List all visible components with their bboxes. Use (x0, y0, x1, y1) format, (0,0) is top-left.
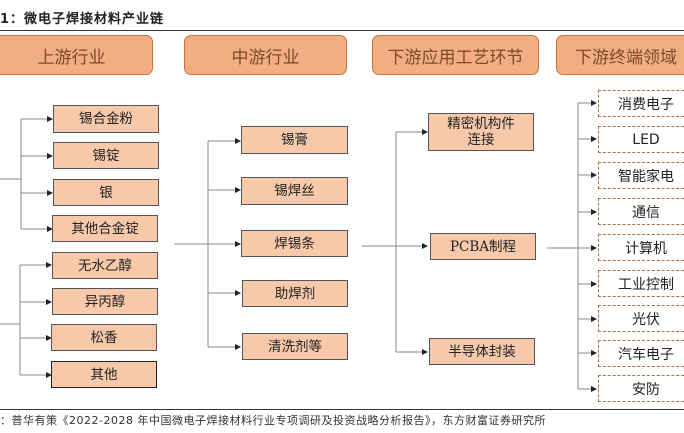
terminal-box-security: 安防 (598, 375, 684, 402)
header-midstream-label: 中游行业 (231, 47, 300, 68)
midstream-box-flux: 助焊剂 (242, 280, 348, 307)
header-downstream-terminal-label: 下游终端领域 (575, 47, 677, 68)
upstream-box-other-alloy-ingot: 其他合金锭 (52, 215, 158, 242)
header-upstream-label: 上游行业 (37, 47, 106, 68)
midstream-box-solder-paste: 锡膏 (241, 126, 348, 154)
top-rule (0, 30, 684, 31)
midstream-box-solder-bar: 焊锡条 (241, 230, 348, 257)
process-box-pcba: PCBA制程 (430, 233, 536, 260)
process-box-precision-parts-line2: 连接 (467, 132, 495, 148)
upstream-box-other: 其他 (51, 361, 157, 388)
figure-title: 1：微电子焊接材料产业链 (0, 12, 165, 27)
header-midstream: 中游行业 (184, 35, 347, 75)
upstream-box-tin-ingot: 锡锭 (53, 142, 159, 169)
process-box-precision-parts-line1: 精密机构件 (447, 116, 515, 132)
bottom-rule (0, 409, 684, 410)
source-note: ：普华有策《2022-2028 年中国微电子焊接材料行业专项调研及投资战略分析报… (0, 414, 546, 427)
upstream-box-ethanol: 无水乙醇 (52, 252, 158, 279)
upstream-box-tin-alloy-powder: 锡合金粉 (53, 105, 159, 133)
terminal-box-photovoltaics: 光伏 (598, 305, 684, 332)
upstream-box-rosin: 松香 (51, 324, 157, 351)
upstream-box-isopropanol: 异丙醇 (52, 288, 158, 315)
terminal-box-smart-appliances: 智能家电 (598, 162, 684, 189)
midstream-box-solder-wire: 锡焊丝 (241, 177, 348, 205)
midstream-box-cleaning-agent: 清洗剂等 (242, 333, 348, 360)
terminal-box-led: LED (598, 126, 684, 153)
header-downstream-process-label: 下游应用工艺环节 (387, 47, 524, 68)
terminal-box-automotive-electronics: 汽车电子 (598, 340, 684, 367)
process-box-semiconductor-packaging: 半导体封装 (429, 338, 535, 365)
terminal-box-industrial-control: 工业控制 (598, 270, 684, 297)
upstream-box-silver: 银 (53, 179, 159, 206)
terminal-box-communications: 通信 (598, 198, 684, 225)
header-downstream-terminal: 下游终端领域 (556, 35, 684, 75)
terminal-box-computers: 计算机 (598, 234, 684, 261)
process-box-precision-parts: 精密机构件 连接 (428, 113, 534, 151)
header-upstream: 上游行业 (0, 35, 153, 75)
terminal-box-consumer-electronics: 消费电子 (598, 90, 684, 117)
header-downstream-process: 下游应用工艺环节 (372, 35, 539, 75)
